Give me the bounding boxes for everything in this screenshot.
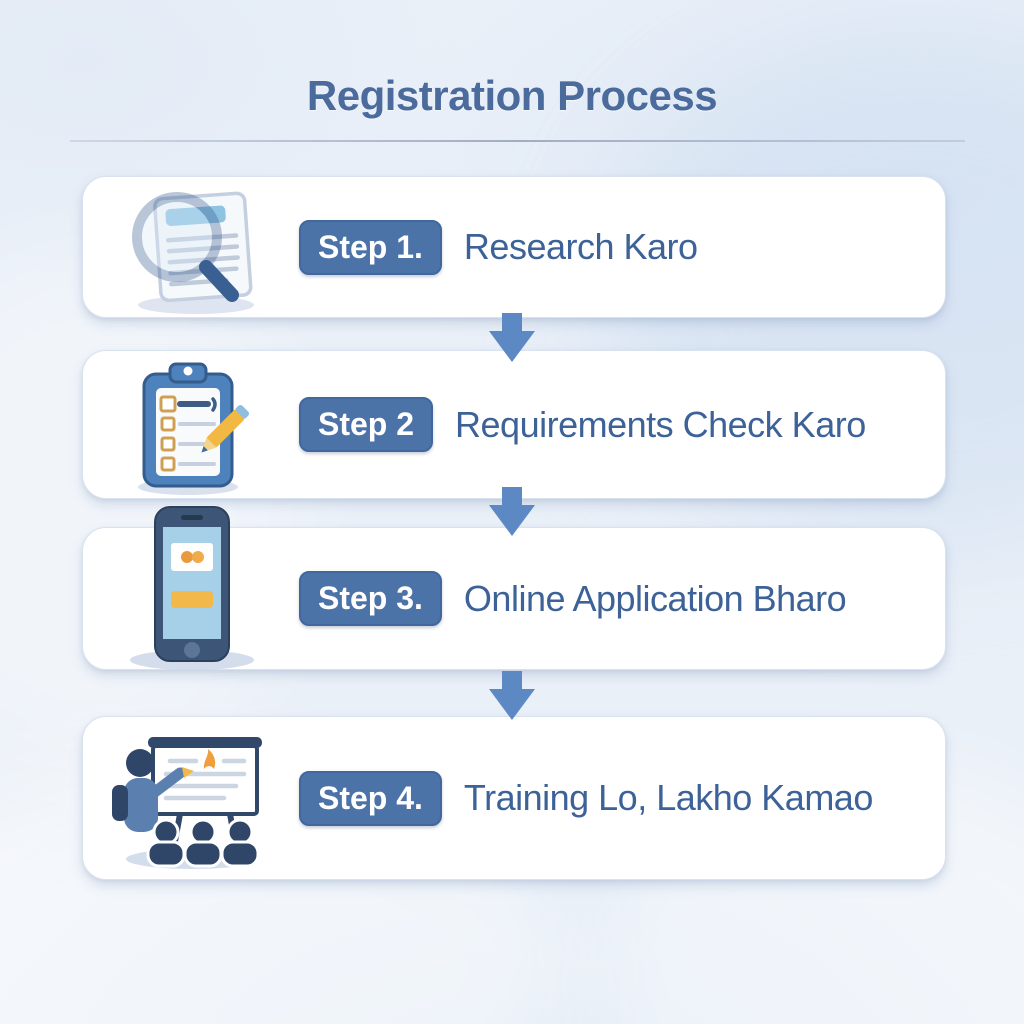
down-arrow-icon [488, 313, 536, 363]
step-label: Online Application Bharo [463, 577, 847, 619]
step-4-icon-area [83, 723, 299, 873]
down-arrow-icon [488, 487, 536, 537]
smartphone-icon [130, 505, 254, 670]
step-badge: Step 1. [299, 219, 442, 275]
page-title: Registration Process [306, 72, 718, 119]
magnifier-document-icon [132, 191, 254, 314]
step-3-icon-area [83, 505, 299, 671]
title-divider [70, 140, 965, 142]
clipboard-checklist-icon [138, 362, 250, 495]
step-label: Research Karo [463, 226, 698, 267]
step-badge: Step 3. [299, 571, 442, 626]
step-card-1: Step 1. Research Karo [82, 176, 946, 318]
training-presentation-icon [111, 737, 262, 869]
step-badge: Step 4. [299, 770, 442, 826]
step-card-4: Step 4. Training Lo, Lakho Kamao [82, 716, 946, 880]
step-badge: Step 2 [299, 397, 434, 452]
step-card-3: Step 3. Online Application Bharo [82, 505, 946, 671]
step-label: Training Lo, Lakho Kamao [463, 777, 873, 818]
step-2-icon-area [83, 354, 299, 496]
step-label: Requirements Check Karo [455, 403, 866, 445]
down-arrow-icon [488, 671, 536, 721]
step-1-icon-area [83, 180, 299, 315]
step-card-2: Step 2 Requirements Check Karo [82, 350, 946, 499]
